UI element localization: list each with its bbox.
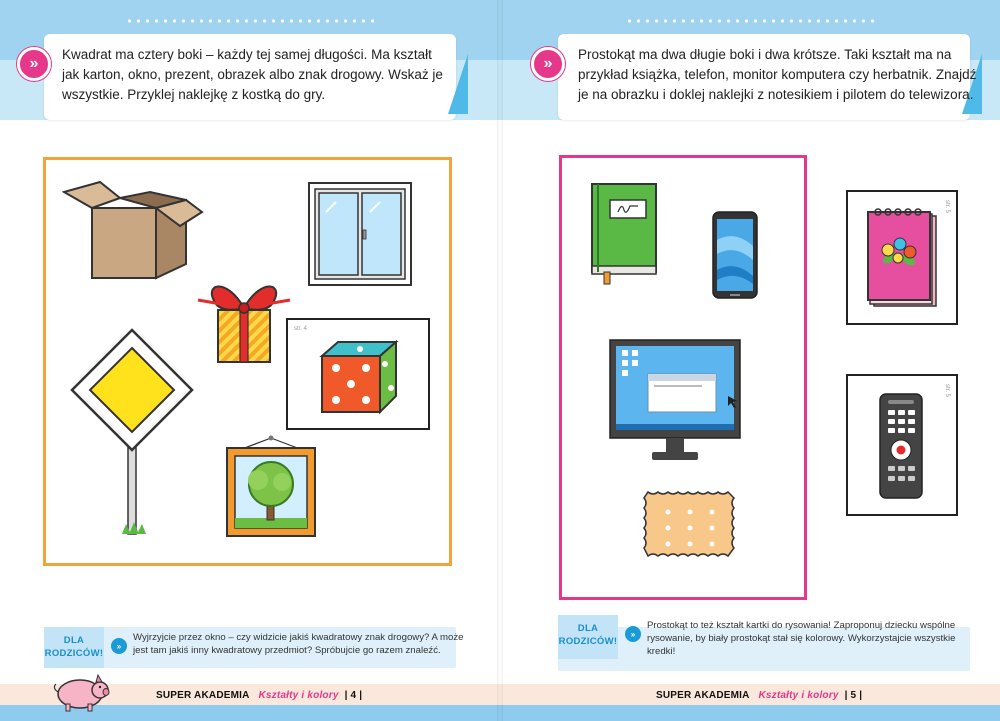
sky-white <box>0 120 500 160</box>
sticker-page-ref: str. 5 <box>944 384 950 398</box>
tip-arrow-glyph: » <box>116 641 122 651</box>
pig-icon <box>53 673 110 712</box>
parents-tip-label: DLA RODZICÓW! <box>44 627 104 668</box>
tip-label-line: DLA <box>63 635 85 646</box>
page-footer: SUPER AKADEMIA Kształty i kolory | 4 | <box>156 690 362 701</box>
tip-arrow-icon: » <box>625 626 641 642</box>
tip-line: Wyjrzyjcie przez okno – czy widzicie jak… <box>133 632 464 643</box>
footer-title: Kształty i kolory <box>758 690 839 701</box>
arrow-badge-glyph: » <box>543 55 553 72</box>
book-icon <box>591 183 657 285</box>
tip-label-line: DLA <box>577 623 599 634</box>
tip-arrow-icon: » <box>111 638 127 654</box>
footer-brand: SUPER AKADEMIA <box>656 690 750 701</box>
intro-line: je na obrazku i doklej naklejki z notesi… <box>578 87 974 102</box>
intro-card <box>44 34 468 120</box>
dice-icon <box>319 339 399 414</box>
smartphone-icon <box>712 211 758 299</box>
tip-label-line: RODZICÓW! <box>558 636 618 647</box>
tip-line: jest tam jakiś inny kwadratowy przedmiot… <box>133 645 441 656</box>
footer-bar <box>0 705 500 721</box>
box-icon <box>62 180 204 280</box>
intro-card <box>558 34 982 120</box>
page-number: | 5 | <box>844 690 863 701</box>
biscuit-icon <box>643 490 736 558</box>
notebook-icon <box>867 208 937 307</box>
footer-band <box>500 684 1000 708</box>
tip-line: kredki! <box>647 646 676 657</box>
page-4: » Kwadrat ma cztery boki – każdy tej sam… <box>0 0 500 721</box>
arrow-badge-icon: » <box>17 47 51 81</box>
intro-line: przykład książka, telefon, monitor kompu… <box>578 67 977 82</box>
arrow-badge-glyph: » <box>29 55 39 72</box>
intro-line: wszystkie. Przyklej naklejkę z kostką do… <box>62 87 326 102</box>
tip-line: rysowanie, by biały prostokąt stał się k… <box>647 633 956 644</box>
sticker-page-ref: str. 5 <box>944 200 950 214</box>
footer-title: Kształty i kolory <box>258 690 339 701</box>
parents-tip-text: Wyjrzyjcie przez okno – czy widzicie jak… <box>133 631 464 657</box>
book-gutter <box>497 0 503 721</box>
arrow-badge-icon: » <box>531 47 565 81</box>
intro-line: Kwadrat ma cztery boki – każdy tej samej… <box>62 47 432 62</box>
road-sign-icon <box>70 328 194 535</box>
intro-line: Prostokąt ma dwa długie boki i dwa króts… <box>578 47 952 62</box>
gift-icon <box>197 285 291 363</box>
intro-line: jak karton, okno, prezent, obrazek albo … <box>62 67 443 82</box>
footer-bar <box>500 705 1000 721</box>
tip-label-line: RODZICÓW! <box>44 648 104 659</box>
window-icon <box>308 182 412 286</box>
sticker-page-ref: str. 4 <box>294 326 308 332</box>
dotted-line <box>625 19 875 23</box>
parents-tip-text: Prostokąt to też kształt kartki do rysow… <box>647 619 955 658</box>
tip-line: Prostokąt to też kształt kartki do rysow… <box>647 620 956 631</box>
footer-brand: SUPER AKADEMIA <box>156 690 250 701</box>
page-number: | 4 | <box>344 690 363 701</box>
sky-white <box>500 120 1000 160</box>
picture-frame-icon <box>226 435 316 537</box>
page-footer: SUPER AKADEMIA Kształty i kolory | 5 | <box>656 690 862 701</box>
monitor-icon <box>609 339 741 460</box>
page-5: » Prostokąt ma dwa długie boki i dwa kró… <box>500 0 1000 721</box>
dotted-line <box>125 19 375 23</box>
intro-text: Kwadrat ma cztery boki – każdy tej samej… <box>62 45 443 105</box>
remote-icon <box>879 393 923 499</box>
parents-tip-label: DLA RODZICÓW! <box>558 615 618 659</box>
tip-arrow-glyph: » <box>630 629 636 639</box>
intro-text: Prostokąt ma dwa długie boki i dwa króts… <box>578 45 976 105</box>
